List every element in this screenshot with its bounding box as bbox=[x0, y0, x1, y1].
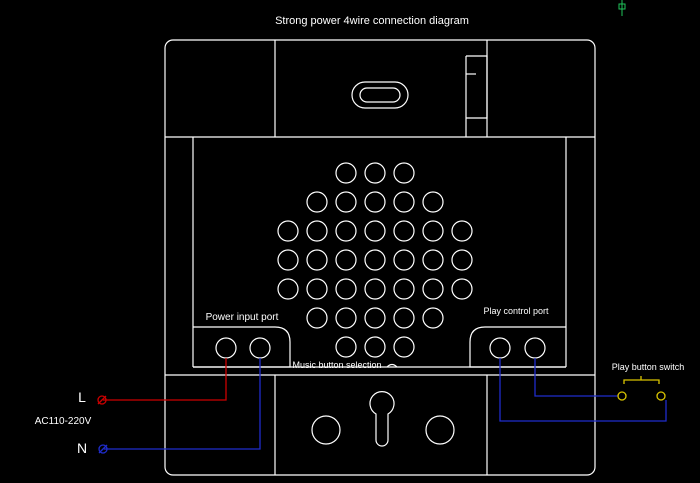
grille-hole bbox=[451, 278, 473, 300]
play-button-switch bbox=[617, 376, 666, 401]
grille-hole bbox=[335, 220, 357, 242]
neutral-terminal-icon bbox=[98, 444, 108, 454]
grille-hole bbox=[364, 220, 386, 242]
play-button-switch-label: Play button switch bbox=[612, 362, 685, 372]
supply-voltage-label: AC110-220V bbox=[35, 416, 92, 427]
lower-mounting-holes bbox=[311, 391, 455, 447]
grille-hole bbox=[335, 307, 357, 329]
grille-hole bbox=[335, 249, 357, 271]
keyhole-icon bbox=[369, 391, 395, 447]
play-control-port-label: Play control port bbox=[483, 306, 549, 316]
grille-hole bbox=[306, 191, 328, 213]
grille-hole bbox=[422, 307, 444, 329]
grille-hole bbox=[277, 278, 299, 300]
grille-hole bbox=[393, 191, 415, 213]
grille-hole bbox=[277, 249, 299, 271]
grille-hole bbox=[451, 220, 473, 242]
live-terminal-icon bbox=[97, 395, 107, 405]
grille-hole bbox=[364, 307, 386, 329]
mounting-slot bbox=[351, 81, 409, 109]
grille-hole bbox=[306, 249, 328, 271]
corner-mark bbox=[618, 0, 626, 16]
grille-hole bbox=[393, 249, 415, 271]
mount-hole-right bbox=[425, 415, 455, 445]
grille-hole bbox=[451, 249, 473, 271]
power-input-terminals bbox=[215, 337, 271, 359]
play-control-recess bbox=[469, 326, 566, 368]
neutral-wire bbox=[98, 358, 261, 454]
speaker-grille bbox=[277, 162, 473, 358]
grille-hole bbox=[364, 278, 386, 300]
live-wire bbox=[97, 358, 227, 405]
line-terminal-label: L bbox=[78, 389, 86, 405]
grille-hole bbox=[306, 307, 328, 329]
diagram-title: Strong power 4wire connection diagram bbox=[275, 15, 469, 27]
grille-hole bbox=[335, 162, 357, 184]
grille-hole bbox=[393, 307, 415, 329]
top-bracket bbox=[465, 55, 488, 137]
grille-hole bbox=[422, 191, 444, 213]
power-terminal-1 bbox=[215, 337, 237, 359]
power-input-recess bbox=[193, 326, 291, 368]
control-terminal-2 bbox=[524, 337, 546, 359]
bottom-strip bbox=[193, 363, 566, 368]
grille-hole bbox=[364, 336, 386, 358]
grille-hole bbox=[306, 278, 328, 300]
music-button-selection-label: Music button selection bbox=[292, 360, 381, 370]
grille-hole bbox=[422, 278, 444, 300]
grille-hole bbox=[335, 336, 357, 358]
grille-hole bbox=[393, 220, 415, 242]
grille-hole bbox=[422, 220, 444, 242]
power-terminal-2 bbox=[249, 337, 271, 359]
grille-hole bbox=[393, 162, 415, 184]
grille-hole bbox=[364, 249, 386, 271]
grille-hole bbox=[393, 336, 415, 358]
grille-hole bbox=[364, 191, 386, 213]
device-body bbox=[164, 39, 596, 476]
control-wires bbox=[499, 358, 667, 422]
control-terminal-1 bbox=[489, 337, 511, 359]
power-input-port-label: Power input port bbox=[206, 312, 279, 323]
grille-hole bbox=[393, 278, 415, 300]
grille-hole bbox=[335, 278, 357, 300]
play-control-terminals bbox=[489, 337, 546, 359]
grille-hole bbox=[335, 191, 357, 213]
grille-hole bbox=[306, 220, 328, 242]
grille-hole bbox=[422, 249, 444, 271]
mount-hole-left bbox=[311, 415, 341, 445]
grille-hole bbox=[277, 220, 299, 242]
grille-hole bbox=[364, 162, 386, 184]
neutral-terminal-label: N bbox=[77, 440, 87, 456]
